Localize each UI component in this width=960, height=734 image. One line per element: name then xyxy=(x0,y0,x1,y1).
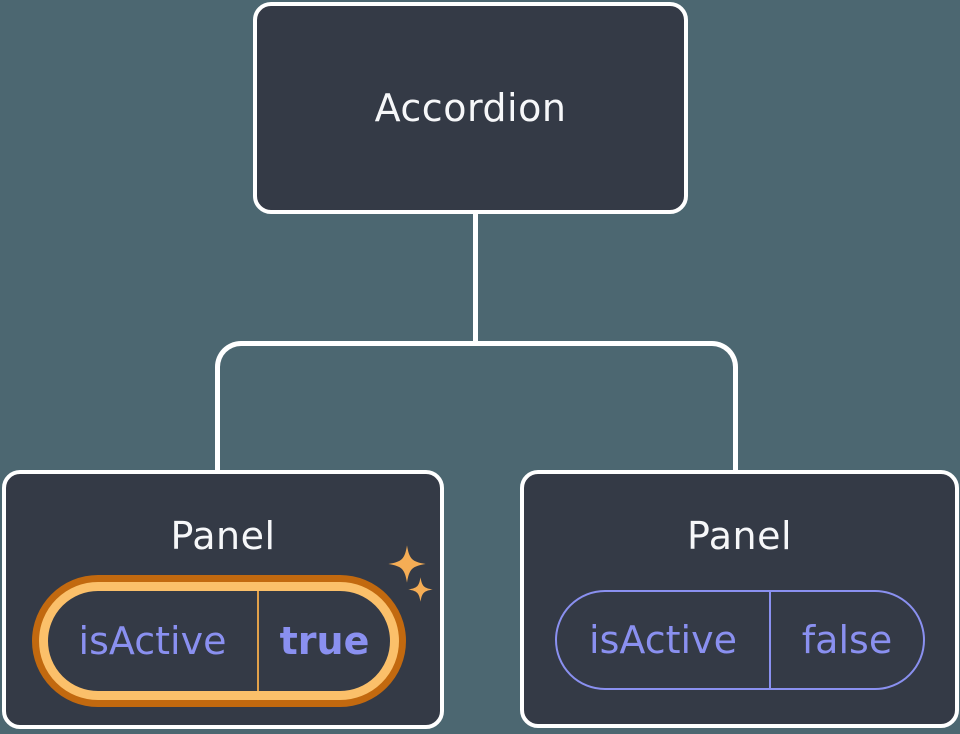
panel-title: Panel xyxy=(686,514,792,558)
state-pill-divider xyxy=(257,591,259,691)
state-value-label: true xyxy=(279,619,370,663)
tree-connector-branch xyxy=(215,341,738,470)
state-pill-divider xyxy=(769,592,771,688)
accordion-component-title: Accordion xyxy=(374,86,567,130)
state-value-label: false xyxy=(801,618,893,662)
accordion-component-box: Accordion xyxy=(253,2,688,214)
state-key-label: isActive xyxy=(78,619,227,663)
panel-component-box-left: Panel isActive true xyxy=(2,470,444,729)
sparkle-icon-large xyxy=(388,545,426,583)
state-key-label: isActive xyxy=(589,618,737,662)
panel-component-box-right: Panel isActive false xyxy=(520,470,959,728)
sparkle-icon-small xyxy=(408,577,433,602)
tree-connector-stem xyxy=(473,214,478,345)
state-pill-active: isActive true xyxy=(39,582,399,700)
panel-title: Panel xyxy=(170,514,276,558)
state-pill-inactive: isActive false xyxy=(555,590,925,690)
